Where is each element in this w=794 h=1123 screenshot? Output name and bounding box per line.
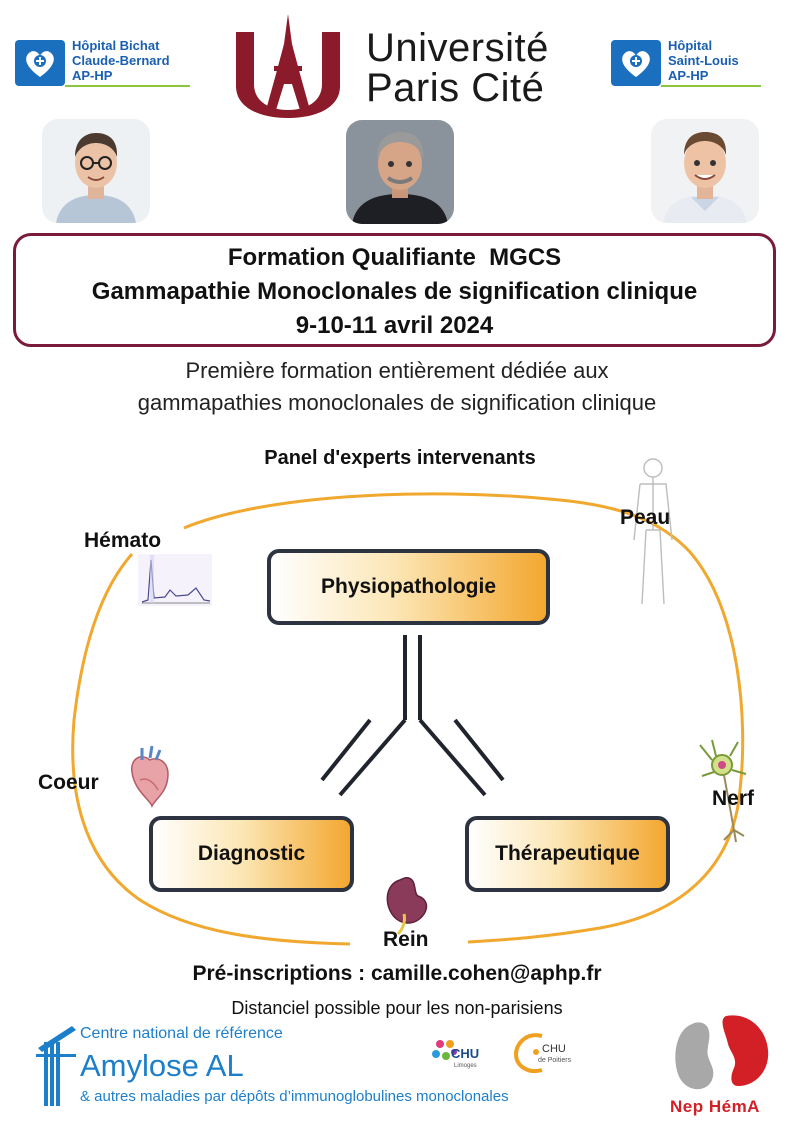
chu-limoges-label: CHU: [451, 1046, 480, 1061]
orange-ring: [183, 492, 745, 944]
orange-ring-left: [71, 553, 351, 946]
box-physiopathologie: Physiopathologie: [267, 549, 550, 625]
portrait-center: [346, 120, 454, 224]
heart-organ-icon: [131, 745, 169, 808]
label-nerf: Nerf: [712, 787, 755, 810]
heart-icon: [15, 39, 65, 86]
label-hemato: Hémato: [84, 529, 162, 552]
title-line-2: Gammapathie Monoclonales de significatio…: [91, 278, 698, 305]
label-peau: Peau: [620, 506, 671, 529]
bichat-name-line2: Claude-Bernard: [72, 53, 170, 68]
chu-poitiers-label: CHU: [542, 1043, 566, 1055]
portrait-left: [42, 119, 150, 223]
box-therapeutique: Thérapeutique: [465, 816, 670, 892]
bichat-rule: [65, 85, 190, 87]
cnr-title: Centre national de référence: [80, 1025, 283, 1042]
chu-limoges-icon: [432, 1040, 457, 1060]
saint-louis-rule: [661, 85, 761, 87]
cnr-logo-icon: [36, 1026, 76, 1106]
electrophoresis-icon: [138, 554, 212, 606]
title-line-3: 9-10-11 avril 2024: [295, 312, 494, 339]
portrait-right: [651, 119, 759, 223]
cnr-amylose: Amylose AL: [80, 1048, 244, 1083]
saint-louis-name-line3: AP-HP: [668, 68, 709, 83]
box-diagnostic: Diagnostic: [149, 816, 354, 892]
subtitle-line-2: gammapathies monoclonales de significati…: [137, 390, 657, 415]
registration-email: Pré-inscriptions : camille.cohen@aphp.fr: [192, 962, 602, 985]
chu-poitiers-sub: de Poitiers: [538, 1057, 572, 1064]
label-rein: Rein: [383, 928, 429, 951]
neuron-icon: [699, 739, 747, 843]
bichat-name-line3: AP-HP: [72, 68, 113, 83]
remote-note: Distanciel possible pour les non-parisie…: [231, 998, 563, 1018]
subtitle-line-1: Première formation entièrement dédiée au…: [185, 358, 609, 383]
saint-louis-name-line2: Saint-Louis: [668, 53, 739, 68]
nephema-label: Nep HémA: [670, 1097, 760, 1116]
heart-icon: [611, 39, 661, 86]
bichat-name-line1: Hôpital Bichat: [72, 38, 160, 53]
saint-louis-name-line1: Hôpital: [668, 38, 713, 53]
chu-poitiers-icon: [513, 1033, 543, 1073]
university-line2: Paris Cité: [366, 66, 545, 110]
body-silhouette-icon: [633, 458, 673, 605]
title-box: Formation Qualifiante MGCS Gammapathie M…: [13, 233, 776, 347]
university-name: Université Paris Cité: [366, 28, 549, 108]
saint-louis-logo: Hôpital Saint-Louis AP-HP: [611, 38, 761, 87]
kidney-logo-icon: [675, 1015, 769, 1090]
label-coeur: Coeur: [38, 771, 99, 794]
chu-limoges-sub: Limoges: [454, 1063, 477, 1069]
cnr-subtitle: & autres maladies par dépôts d’immunoglo…: [80, 1088, 509, 1105]
university-line1: Université: [366, 26, 549, 70]
title-line-1: Formation Qualifiante MGCS: [227, 244, 562, 271]
kidney-icon: [386, 876, 428, 936]
university-emblem-icon: [236, 14, 340, 118]
bichat-logo: Hôpital Bichat Claude-Bernard AP-HP: [15, 38, 190, 87]
antibody-icon: [320, 635, 505, 797]
panel-title: Panel d'experts intervenants: [264, 447, 536, 469]
